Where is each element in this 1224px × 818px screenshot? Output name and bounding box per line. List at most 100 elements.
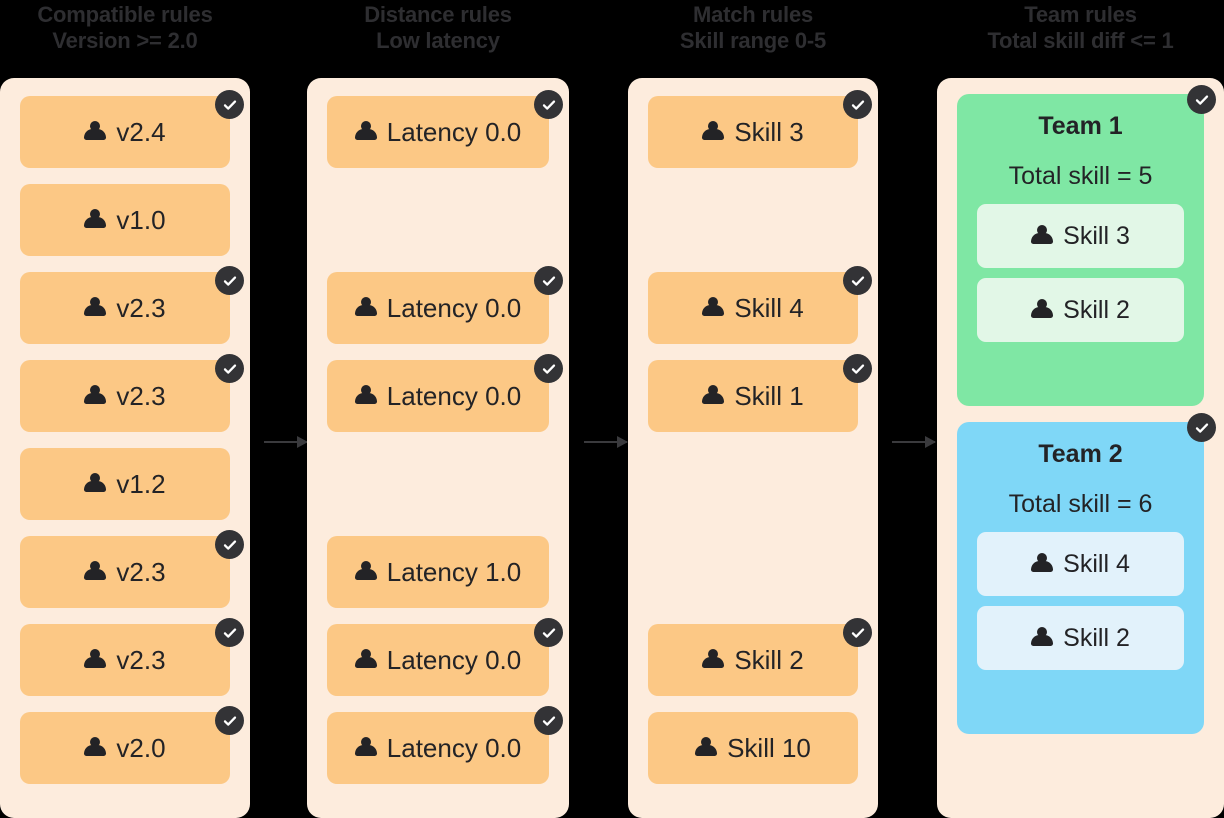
player-card[interactable]: v1.2 <box>20 448 230 520</box>
team-card-1[interactable]: Team 1 Total skill = 5 Skill 3 Skill 2 <box>957 85 1216 406</box>
slot: v2.0 <box>20 704 244 792</box>
player-card[interactable]: v2.3 <box>20 266 244 344</box>
check-icon <box>843 266 872 295</box>
player-card-label: v2.4 <box>116 116 166 147</box>
player-card-label: v2.3 <box>116 292 166 323</box>
team-total-skill: Total skill = 5 <box>1008 162 1153 190</box>
player-card-label: v2.3 <box>116 644 166 675</box>
person-icon <box>354 296 377 320</box>
player-card-label: v1.2 <box>116 468 166 499</box>
team-total-skill: Total skill = 6 <box>1008 490 1153 518</box>
check-icon <box>534 90 563 119</box>
player-card-label: Latency 0.0 <box>386 292 522 323</box>
check-icon <box>843 354 872 383</box>
stage-panel-distance-rules: Latency 0.0 Latency 0.0 <box>307 78 569 818</box>
check-icon <box>843 90 872 119</box>
person-icon <box>84 736 107 760</box>
person-icon <box>1031 224 1054 248</box>
person-icon <box>354 384 377 408</box>
stage-distance-rules: Distance rules Low latency Latency 0.0 <box>307 0 569 818</box>
person-icon <box>702 296 725 320</box>
player-card[interactable]: Latency 1.0 <box>327 536 549 608</box>
slot: v2.3 <box>20 352 244 440</box>
slot-list-distance-rules: Latency 0.0 Latency 0.0 <box>307 88 569 792</box>
slot: Skill 1 <box>648 352 872 440</box>
check-icon <box>1187 413 1216 442</box>
player-card[interactable]: Skill 1 <box>648 354 872 432</box>
player-card[interactable]: Skill 3 <box>648 90 872 168</box>
slot: Latency 1.0 <box>327 528 549 616</box>
player-card-label: Skill 10 <box>727 732 811 763</box>
player-card-label: v2.3 <box>116 556 166 587</box>
stage-title-sub: Total skill diff <= 1 <box>987 28 1174 53</box>
check-icon <box>215 266 244 295</box>
player-card[interactable]: v2.3 <box>20 354 244 432</box>
stage-title-sub: Low latency <box>376 28 500 53</box>
player-card-label: v2.3 <box>116 380 166 411</box>
slot: Latency 0.0 <box>327 616 563 704</box>
stage-title-sub: Version >= 2.0 <box>52 28 198 53</box>
team-member[interactable]: Skill 3 <box>977 204 1184 268</box>
player-card[interactable]: Latency 0.0 <box>327 354 563 432</box>
team-member-label: Skill 4 <box>1063 549 1130 578</box>
check-icon <box>843 618 872 647</box>
player-card[interactable]: v1.0 <box>20 184 230 256</box>
player-card[interactable]: Latency 0.0 <box>327 706 563 784</box>
slot: v1.0 <box>20 176 230 264</box>
check-icon <box>534 354 563 383</box>
check-icon <box>215 530 244 559</box>
slot-list-match-rules: Skill 3 Skill 4 <box>628 88 878 792</box>
player-card-label: v1.0 <box>116 204 166 235</box>
player-card[interactable]: Latency 0.0 <box>327 266 563 344</box>
player-card[interactable]: Skill 4 <box>648 266 872 344</box>
team-card-2[interactable]: Team 2 Total skill = 6 Skill 4 Skill 2 <box>957 413 1216 734</box>
stage-match-rules: Match rules Skill range 0-5 Skill 3 <box>628 0 878 818</box>
person-icon <box>1031 298 1054 322</box>
stage-panel-team-rules: Team 1 Total skill = 5 Skill 3 Skill 2 <box>937 78 1224 818</box>
stage-compatible-rules: Compatible rules Version >= 2.0 v2.4 <box>0 0 250 818</box>
stage-panel-compatible-rules: v2.4 v1.0 v2.3 <box>0 78 250 818</box>
stage-title-compatible-rules: Compatible rules Version >= 2.0 <box>0 0 250 54</box>
player-card-label: v2.0 <box>116 732 166 763</box>
team-member-label: Skill 2 <box>1063 295 1130 324</box>
player-card-label: Latency 0.0 <box>386 732 522 763</box>
stage-title-sub: Skill range 0-5 <box>679 28 827 53</box>
player-card[interactable]: Skill 10 <box>648 712 858 784</box>
slot-empty <box>648 528 858 616</box>
person-icon <box>84 296 107 320</box>
slot: v2.3 <box>20 528 244 616</box>
team-member[interactable]: Skill 2 <box>977 278 1184 342</box>
team-name: Team 2 <box>1038 440 1123 468</box>
person-icon <box>84 120 107 144</box>
slot: Skill 4 <box>648 264 872 352</box>
player-card[interactable]: v2.3 <box>20 530 244 608</box>
slot-list-compatible-rules: v2.4 v1.0 v2.3 <box>0 88 250 792</box>
player-card[interactable]: v2.4 <box>20 90 244 168</box>
stage-panel-match-rules: Skill 3 Skill 4 <box>628 78 878 818</box>
person-icon <box>1031 552 1054 576</box>
check-icon <box>215 618 244 647</box>
team-member-list: Skill 4 Skill 2 <box>957 518 1204 688</box>
stage-title-main: Team rules <box>1024 2 1137 27</box>
slot: v2.3 <box>20 264 244 352</box>
player-card-label: Skill 4 <box>734 292 804 323</box>
player-card-label: Skill 2 <box>734 644 804 675</box>
player-card-label: Latency 0.0 <box>386 116 522 147</box>
player-card[interactable]: v2.3 <box>20 618 244 696</box>
stage-title-main: Distance rules <box>364 2 512 27</box>
player-card[interactable]: Latency 0.0 <box>327 90 563 168</box>
player-card[interactable]: Latency 0.0 <box>327 618 563 696</box>
stage-title-main: Match rules <box>692 2 814 27</box>
person-icon <box>695 736 718 760</box>
slot: Latency 0.0 <box>327 352 563 440</box>
team-member[interactable]: Skill 2 <box>977 606 1184 670</box>
player-card[interactable]: Skill 2 <box>648 618 872 696</box>
person-icon <box>84 648 107 672</box>
player-card[interactable]: v2.0 <box>20 706 244 784</box>
team-member[interactable]: Skill 4 <box>977 532 1184 596</box>
team-member-label: Skill 2 <box>1063 623 1130 652</box>
slot-empty <box>648 440 858 528</box>
person-icon <box>84 384 107 408</box>
team-member-list: Skill 3 Skill 2 <box>957 190 1204 360</box>
slot: Skill 10 <box>648 704 858 792</box>
